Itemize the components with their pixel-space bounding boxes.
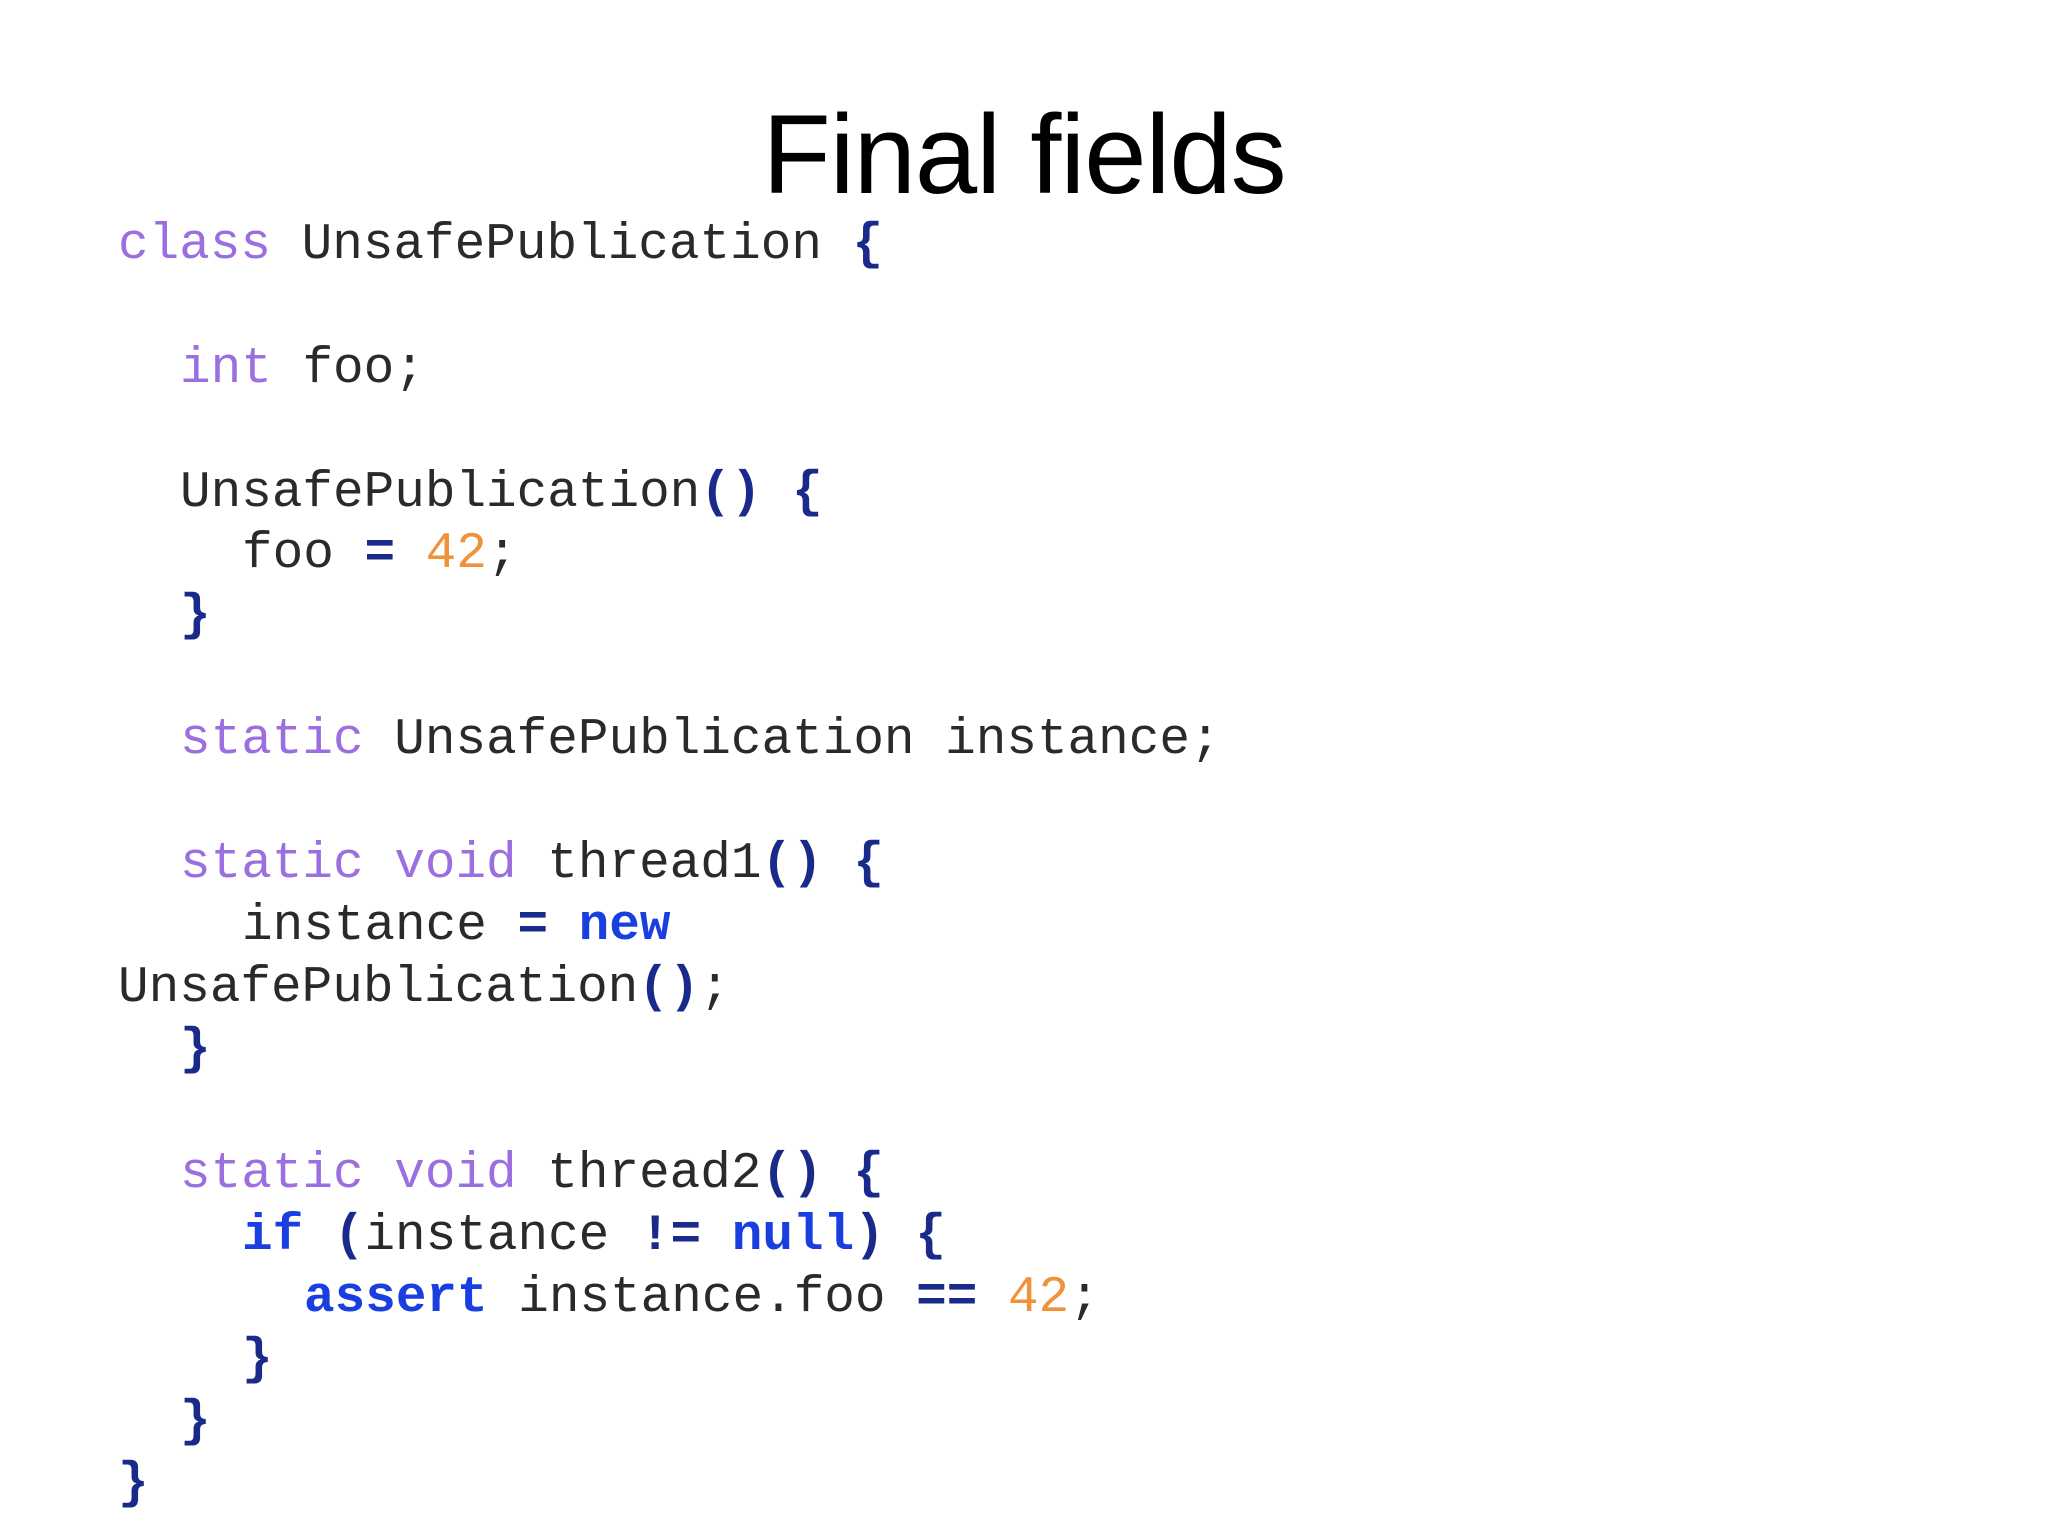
keyword-int: int xyxy=(180,341,272,398)
code-line-close: } xyxy=(118,1454,149,1516)
keyword-new: new xyxy=(578,898,671,955)
code-line-close: } xyxy=(242,1330,273,1392)
method-name-thread2: thread2 xyxy=(547,1146,762,1203)
parens: () xyxy=(761,1146,823,1203)
operator-not-equal: != xyxy=(639,1208,702,1265)
code-line-thread2-decl: static void thread2() { xyxy=(180,1144,884,1206)
code-line-close: } xyxy=(180,586,211,648)
code-line-static-field: static UnsafePublication instance; xyxy=(180,710,1221,772)
parens: () xyxy=(638,960,700,1017)
keyword-static-void: static void xyxy=(180,1146,517,1203)
identifier-instance-foo: instance.foo xyxy=(518,1270,886,1327)
open-brace: { xyxy=(853,1146,884,1203)
keyword-if: if xyxy=(242,1208,304,1265)
operator-equal: == xyxy=(916,1270,978,1327)
open-brace: { xyxy=(792,465,823,522)
number-literal: 42 xyxy=(425,526,487,583)
identifier-instance: instance xyxy=(242,898,487,955)
code-line-constructor-call: UnsafePublication(); xyxy=(118,958,730,1020)
class-name: UnsafePublication xyxy=(301,217,822,274)
close-brace: } xyxy=(180,588,211,645)
parens: () xyxy=(700,465,762,522)
open-brace: { xyxy=(852,217,884,274)
open-paren: ( xyxy=(333,1208,365,1265)
operator-assign: = xyxy=(364,526,396,583)
code-line-close: } xyxy=(180,1020,211,1082)
keyword-static: static xyxy=(180,712,364,769)
close-brace: } xyxy=(180,1022,211,1079)
code-line-class-decl: class UnsafePublication { xyxy=(118,215,883,277)
method-name-thread1: thread1 xyxy=(547,836,762,893)
close-brace: } xyxy=(118,1456,149,1513)
static-field-decl: UnsafePublication instance; xyxy=(394,712,1221,769)
open-brace: { xyxy=(853,836,884,893)
code-line-thread1-decl: static void thread1() { xyxy=(180,834,884,896)
slide-title: Final fields xyxy=(762,92,1286,217)
code-line-assert: assert instance.foo == 42; xyxy=(304,1268,1100,1330)
code-line-field: int foo; xyxy=(180,339,425,401)
close-paren: ) xyxy=(854,1208,885,1265)
open-brace: { xyxy=(915,1208,946,1265)
parens: () xyxy=(761,836,823,893)
keyword-assert: assert xyxy=(304,1270,488,1327)
keyword-class: class xyxy=(118,217,272,274)
code-line-assign: foo = 42; xyxy=(242,524,517,586)
code-line-if: if (instance != null) { xyxy=(242,1206,946,1268)
semicolon: ; xyxy=(1069,1270,1100,1327)
constructor-call-name: UnsafePublication xyxy=(118,960,639,1017)
semicolon: ; xyxy=(486,526,518,583)
code-line-constructor: UnsafePublication() { xyxy=(180,463,823,525)
identifier-instance: instance xyxy=(364,1208,610,1265)
number-literal: 42 xyxy=(1007,1270,1070,1327)
identifier-foo: foo xyxy=(242,526,334,583)
operator-assign: = xyxy=(517,898,549,955)
close-brace: } xyxy=(180,1394,211,1451)
field-decl: foo; xyxy=(302,341,425,398)
constructor-name: UnsafePublication xyxy=(180,465,701,522)
close-brace: } xyxy=(242,1332,273,1389)
keyword-null: null xyxy=(731,1208,855,1265)
keyword-static-void: static void xyxy=(180,836,517,893)
code-line-close: } xyxy=(180,1392,211,1454)
semicolon: ; xyxy=(699,960,731,1017)
code-line-instance-assign: instance = new xyxy=(242,896,671,958)
